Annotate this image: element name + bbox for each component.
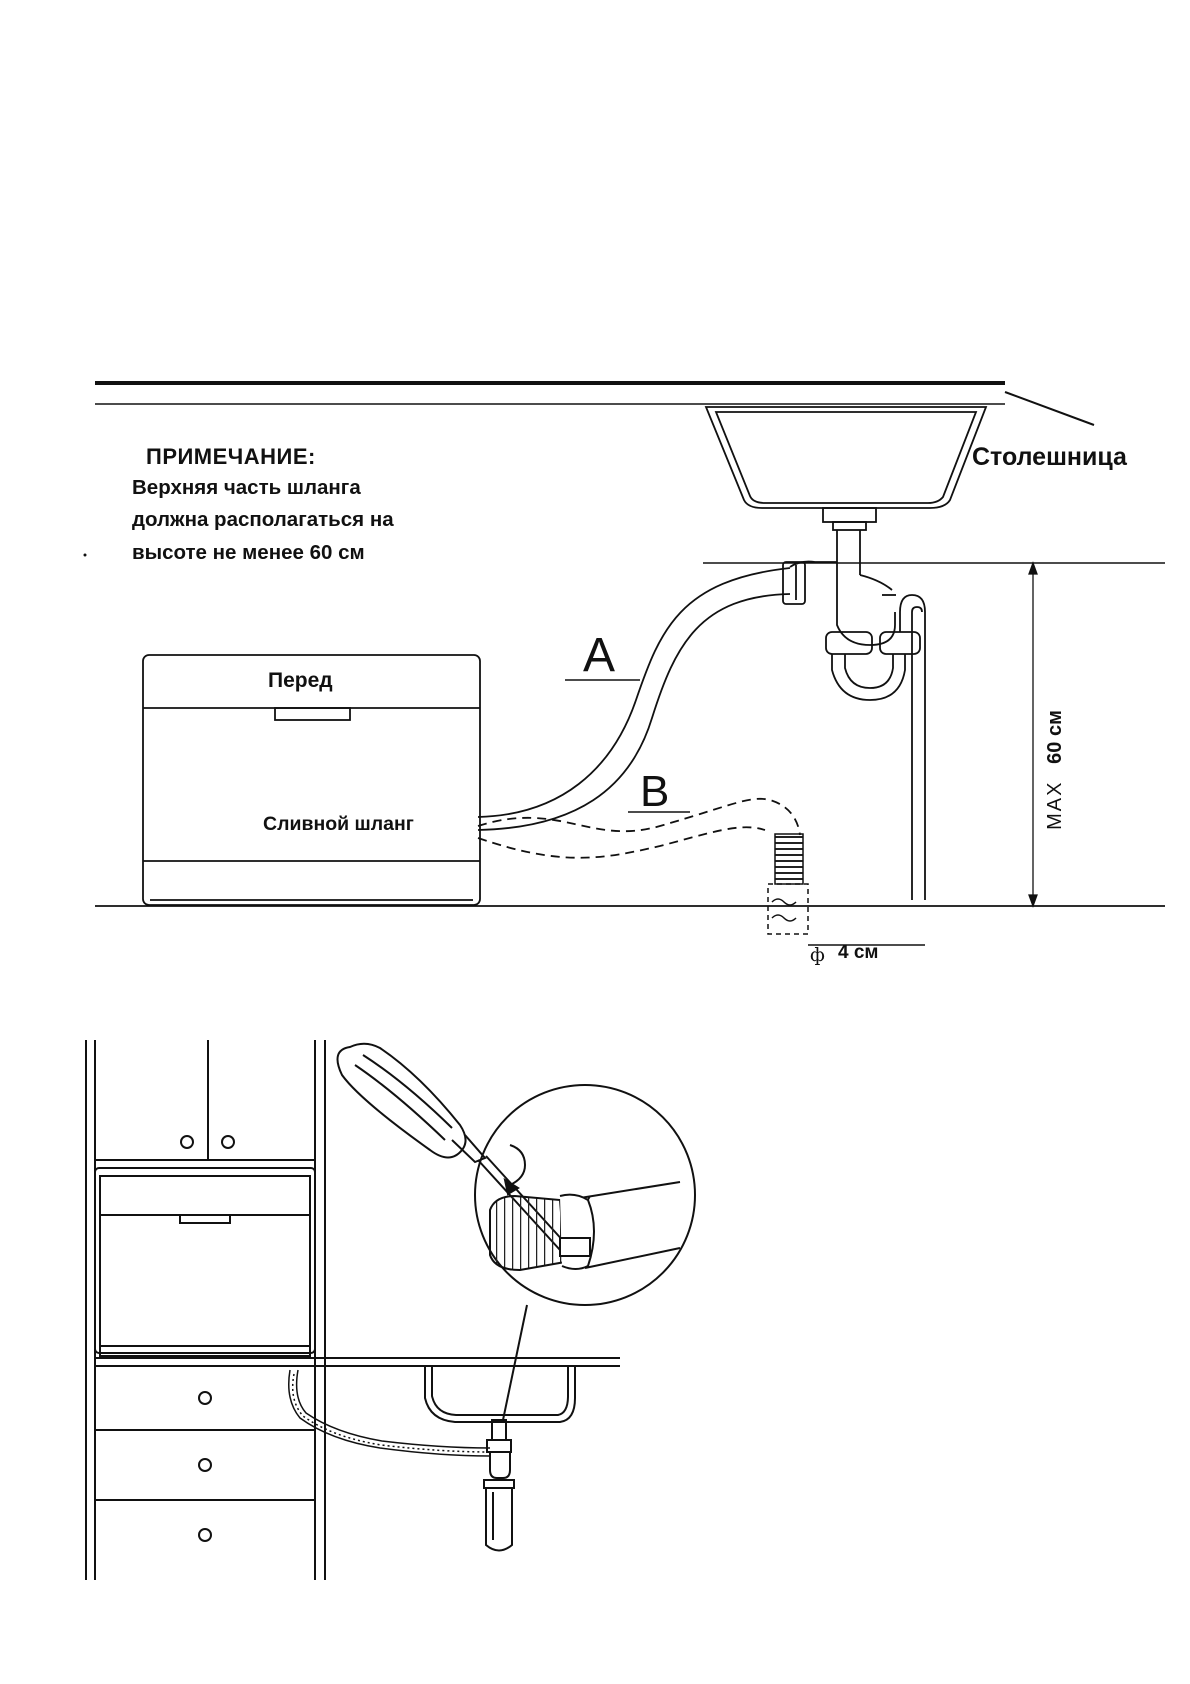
siphon-icon (483, 1419, 515, 1552)
stray-dot (83, 553, 87, 557)
rotate-arrow-icon (503, 1144, 527, 1196)
kitchen-cabinet (85, 1040, 326, 1580)
front-label: Перед (268, 669, 333, 692)
countertop (95, 381, 1095, 426)
diameter-symbol: ф (810, 944, 825, 966)
drain-hose-label: Сливной шланг (263, 813, 414, 835)
dishwasher-front (142, 654, 481, 906)
sink-bowl (704, 406, 988, 509)
bottom-hose (288, 1369, 491, 1457)
note-title: ПРИМЕЧАНИЕ: (146, 444, 316, 469)
diameter-value: 4 см (838, 942, 879, 963)
note-line-2: должна располагаться на (132, 508, 394, 531)
hose-b-label: B (640, 767, 670, 816)
max-height-label: MAX 60 см (1044, 710, 1066, 830)
max-prefix: MAX (1044, 780, 1066, 830)
magnifier-callout (474, 1084, 696, 1421)
note-line-3: высоте не менее 60 см (132, 541, 365, 564)
siphon (782, 507, 926, 900)
letter-leaders (565, 679, 690, 813)
hose-a-label: A (583, 629, 616, 682)
drain-pipe (767, 833, 925, 946)
hose-b (477, 797, 801, 859)
note-line-1: Верхняя часть шланга (132, 476, 361, 499)
max-dimension (1028, 561, 1038, 908)
hose-clamp-icon (489, 1181, 681, 1272)
hose-a (477, 567, 791, 831)
countertop-label: Столешница (972, 443, 1127, 471)
max-value: 60 см (1044, 710, 1066, 764)
bottom-countertop (95, 1357, 620, 1423)
